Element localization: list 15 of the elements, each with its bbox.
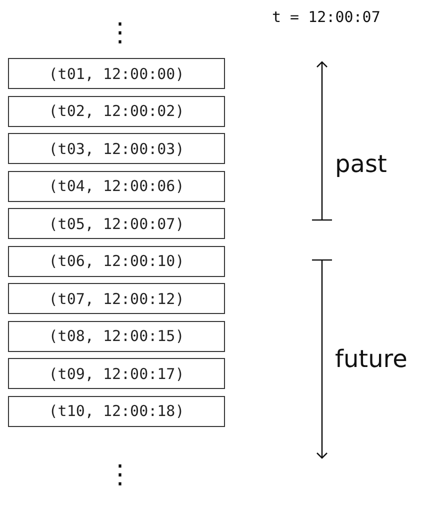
record-box: (t09, 12:00:17)	[8, 358, 225, 389]
future-label: future	[335, 345, 408, 373]
time-label: t = 12:00:07	[272, 8, 380, 26]
record-box: (t08, 12:00:15)	[8, 320, 225, 352]
record-box: (t05, 12:00:07)	[8, 208, 225, 239]
record-box: (t04, 12:00:06)	[8, 170, 225, 202]
record-box: (t03, 12:00:03)	[8, 133, 225, 164]
past-label: past	[335, 150, 387, 178]
record-box: (t07, 12:00:12)	[8, 283, 225, 314]
record-box: (t01, 12:00:00)	[8, 58, 225, 89]
ellipsis: ⋮	[107, 462, 127, 488]
record-box: (t02, 12:00:02)	[8, 96, 225, 126]
record-box: (t10, 12:00:18)	[8, 396, 225, 426]
record-box: (t06, 12:00:10)	[8, 246, 225, 276]
ellipsis: ⋮	[107, 20, 127, 46]
